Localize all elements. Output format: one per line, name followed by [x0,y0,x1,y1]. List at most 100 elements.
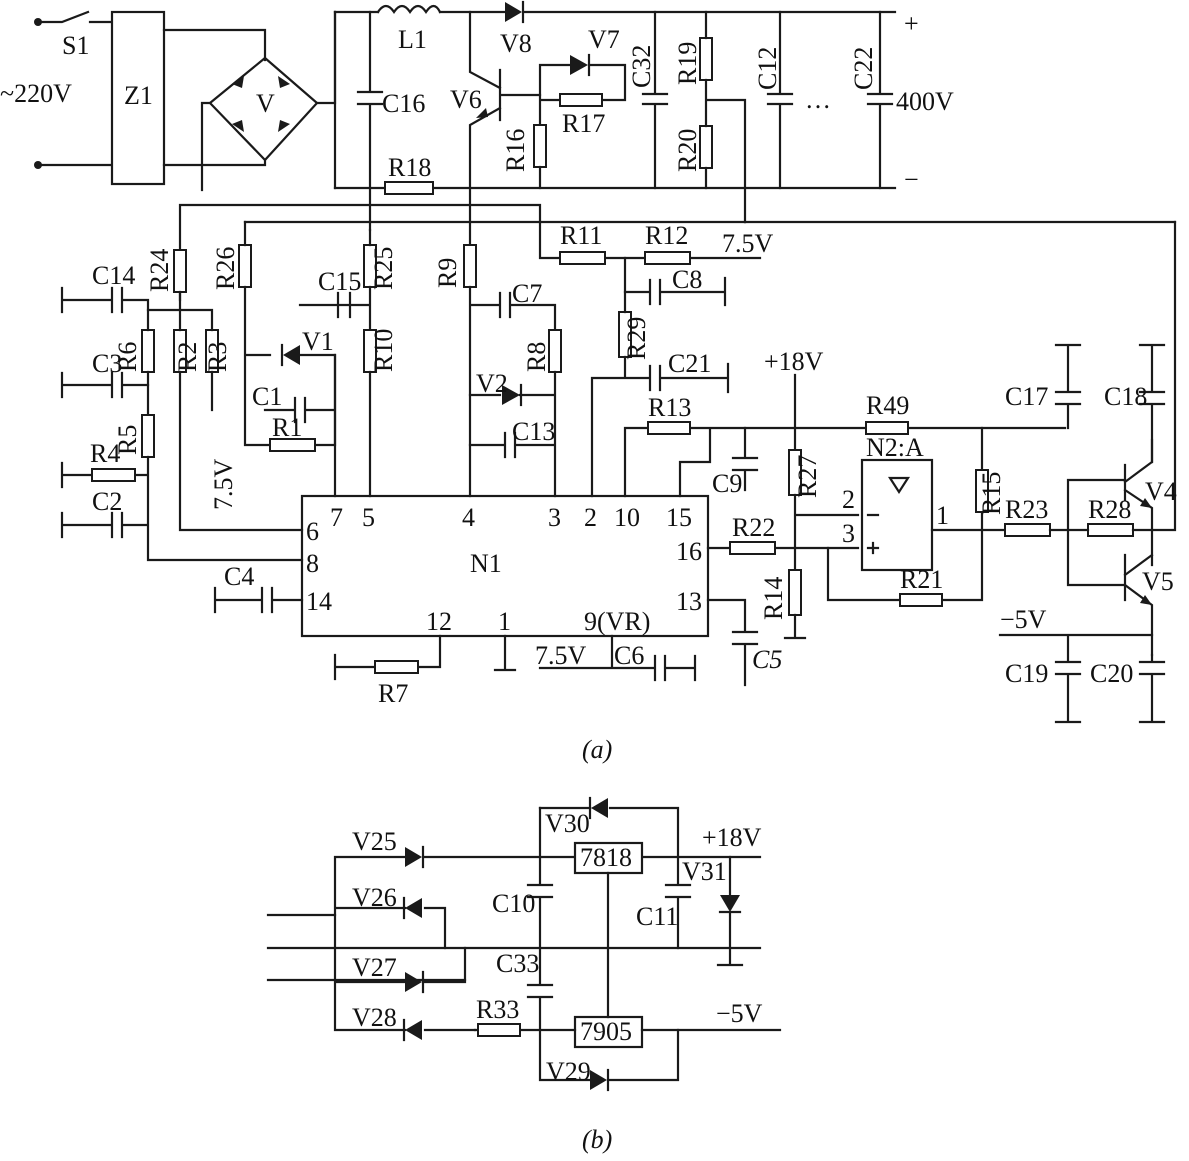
pin1-ground [493,634,517,672]
label-c6: C6 [614,641,644,670]
label-op-pin2: 2 [842,485,855,514]
label-v25: V25 [352,827,397,856]
label-op-pin3: 3 [842,519,855,548]
res-r49 [865,421,909,435]
labels: S1 ~220V Z1 V L1 V8 V7 V6 C16 R17 R16 C3… [0,9,1177,1154]
label-c16: C16 [382,89,425,118]
caption-b: (b) [582,1125,612,1154]
supply-b [266,796,782,1092]
transistor-v6 [468,10,542,267]
label-r13: R13 [648,393,691,422]
label-r19: R19 [673,42,702,85]
pin-14: 14 [306,587,332,616]
c6-net [538,634,697,682]
power-stage [34,0,897,267]
cap-c9 [731,426,759,492]
diode-v2 [502,385,520,405]
cap-c20 [1138,653,1166,724]
label-r7: R7 [378,679,408,708]
res-r28 [1087,523,1134,537]
cap-c16 [356,10,384,232]
filter-z1 [110,10,166,186]
res-r33 [477,1023,521,1037]
res-r6 [141,329,155,373]
transistors-v4-v5 [1123,438,1154,657]
label-c32: C32 [627,45,656,88]
label-c11: C11 [636,902,678,931]
res-r21 [899,593,943,607]
res-r23 [1004,523,1051,537]
label-l1: L1 [398,25,427,54]
cap-c18 [1138,343,1166,464]
label-v6: V6 [450,85,482,114]
label-minus5v-a: −5V [1000,605,1047,634]
label-bridge: V [256,89,275,118]
driver-base-net [1048,478,1127,587]
res-r24 [173,249,187,293]
label-r2: R2 [173,342,202,372]
label-c5: C5 [752,645,782,674]
pin-4: 4 [462,503,475,532]
filter-to-bridge-wires [162,28,267,167]
chip-n1 [300,494,710,638]
diode-v29 [590,1070,607,1090]
label-v1: V1 [302,327,334,356]
b-v30-net [538,806,762,859]
pin-3: 3 [548,503,561,532]
pin-10: 10 [614,503,640,532]
cap-c17 [1054,343,1082,430]
label-v2: V2 [476,369,508,398]
label-400v: 400V [896,87,954,116]
label-7-5v-top: 7.5V [722,229,774,258]
label-r21: R21 [900,565,943,594]
label-r3: R3 [203,342,232,372]
label-r18: R18 [388,153,431,182]
bridge-v [208,56,319,162]
label-c17: C17 [1005,382,1048,411]
r6-r2-r3-net [146,290,304,532]
label-dots: … [805,85,831,114]
label-b-18v: +18V [702,823,762,852]
res-r22 [729,541,776,555]
label-c20: C20 [1090,659,1133,688]
v7-r17-net [538,63,627,132]
label-r4: R4 [90,439,120,468]
r19-r20-net [704,10,747,224]
res-r13 [647,421,691,435]
res-r18 [384,181,434,195]
res-r9 [463,244,477,288]
inductor-l1 [376,4,442,14]
label-r25: R25 [369,247,398,290]
label-n2a: N2:A [866,433,924,462]
label-c8: C8 [672,265,702,294]
res-r17 [559,93,603,107]
pin-13: 13 [676,587,702,616]
label-r33: R33 [476,995,519,1024]
label-c7: C7 [512,279,542,308]
cap-c12 [766,10,794,190]
label-r12: R12 [645,221,688,250]
pin-7: 7 [330,503,343,532]
label-v30: V30 [545,809,590,838]
label-b-5v: −5V [716,999,763,1028]
label-7-5v-bottom: 7.5V [535,641,587,670]
switch-s1 [36,10,114,24]
label-v26: V26 [352,883,397,912]
label-c9: C9 [712,469,742,498]
driver-stage [783,343,1166,724]
r25-c15-net [298,228,372,332]
label-n1: N1 [470,549,502,578]
diode-v7 [570,55,588,75]
bridge-diode-marks [232,76,290,132]
label-op-pin1: 1 [936,501,949,530]
res-r15 [975,469,989,513]
label-r22: R22 [732,513,775,542]
pin-1: 1 [498,607,511,636]
diode-v30 [591,798,608,818]
label-v5: V5 [1142,567,1174,596]
label-minus: − [904,165,919,194]
label-r1: R1 [272,413,302,442]
pin-6: 6 [306,517,319,546]
res-r11 [559,251,606,265]
label-7905: 7905 [580,1017,632,1046]
